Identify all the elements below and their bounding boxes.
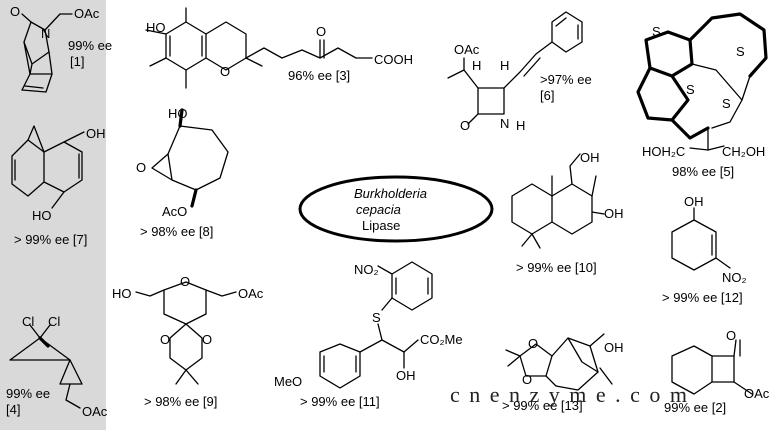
m3-ring-o-label: O	[220, 64, 230, 79]
m11-no2-label: NO₂	[354, 262, 379, 277]
m13-o2-label: O	[522, 372, 532, 387]
m8-epoxide-o-label: O	[136, 160, 146, 175]
m9-ee-label: > 98% ee [9]	[144, 394, 217, 409]
enzyme-genus-label: Burkholderia	[354, 186, 427, 201]
m7-oh-top-label: OH	[86, 126, 106, 141]
m6-ee-label: >97% ee	[540, 72, 592, 87]
m11-ee-label: > 99% ee [11]	[300, 394, 380, 409]
m9-ho-label: HO	[112, 286, 132, 301]
m3-ho-label: HO	[146, 20, 166, 35]
m10-oh-side-label: OH	[604, 206, 624, 221]
m6-o-label: O	[460, 118, 470, 133]
m3-cooh-label: COOH	[374, 52, 413, 67]
m13-o1-label: O	[528, 336, 538, 351]
m11-oh-label: OH	[396, 368, 416, 383]
m10-oh-top-label: OH	[580, 150, 600, 165]
m2-o-label: O	[726, 328, 736, 343]
molecule-7: OH HO > 99% ee [7]	[11, 125, 106, 247]
m5-left-oh-label: HOH₂C	[642, 144, 685, 159]
m13-oh-label: OH	[604, 340, 624, 355]
molecule-4: Cl Cl OAc 99% ee [4]	[6, 314, 108, 419]
m11-co2me-label: CO₂Me	[420, 332, 463, 347]
m12-ee-label: > 99% ee [12]	[662, 290, 743, 305]
molecule-5: S S S S HOH₂C CH₂OH 98% ee [5]	[636, 12, 768, 179]
m1-n-label: N	[41, 26, 50, 41]
m7-ho-bottom-label: HO	[32, 208, 52, 223]
watermark-text: c n e n z y m e . c o m	[450, 382, 689, 407]
m4-ee-label: 99% ee	[6, 386, 50, 401]
m4-cl2-label: Cl	[48, 314, 60, 329]
molecule-2: O OAc 99% ee [2]	[664, 328, 770, 415]
m1-oac-label: OAc	[74, 6, 100, 21]
m11-meo-label: MeO	[274, 374, 302, 389]
molecule-3: HO O O COOH 96% ee [3]	[145, 7, 413, 89]
m5-s2-label: S	[736, 44, 745, 59]
molecule-8: HO O AcO > 98% ee [8]	[136, 106, 229, 239]
m6-oac-label: OAc	[454, 42, 480, 57]
molecule-1: OAc O N 99% ee [1]	[10, 4, 112, 93]
m12-no2-label: NO₂	[722, 270, 747, 285]
m7-ee-label: > 99% ee [7]	[14, 232, 87, 247]
left-panel-background	[0, 0, 106, 430]
molecule-11: NO₂ S CO₂Me MeO OH > 99% ee [11]	[274, 261, 463, 409]
molecule-10: OH OH > 99% ee [10]	[511, 150, 624, 275]
m9-o2-label: O	[202, 332, 212, 347]
m9-oac-label: OAc	[238, 286, 264, 301]
m5-s3-label: S	[686, 82, 695, 97]
m13-ee-label: > 99% ee [13]	[502, 398, 583, 413]
molecule-12: OH NO₂ > 99% ee [12]	[662, 194, 747, 305]
m4-cl1-label: Cl	[22, 314, 34, 329]
m1-ee-label: 99% ee	[68, 38, 112, 53]
m5-s1-label: S	[652, 24, 661, 39]
m1-ref-label: [1]	[70, 54, 84, 69]
m6-h2-label: H	[500, 58, 509, 73]
m6-n-label: N	[500, 116, 509, 131]
molecule-6: OAc H H O N H >97% ee [6]	[447, 11, 592, 133]
molecule-13: O O OH > 99% ee [13]	[502, 333, 624, 413]
m8-ho-label: HO	[168, 106, 188, 121]
m10-ee-label: > 99% ee [10]	[516, 260, 597, 275]
m4-oac-label: OAc	[82, 404, 108, 419]
m2-ee-label: 99% ee [2]	[664, 400, 726, 415]
m8-ee-label: > 98% ee [8]	[140, 224, 213, 239]
m12-oh-label: OH	[684, 194, 704, 209]
m5-right-oh-label: CH₂OH	[722, 144, 765, 159]
m6-ref-label: [6]	[540, 88, 554, 103]
m9-ring-o-label: O	[180, 274, 190, 289]
m2-oac-label: OAc	[744, 386, 770, 401]
m9-o1-label: O	[160, 332, 170, 347]
m4-ref-label: [4]	[6, 402, 20, 417]
m5-ee-label: 98% ee [5]	[672, 164, 734, 179]
m11-s-label: S	[372, 310, 381, 325]
m6-h3-label: H	[516, 118, 525, 133]
m3-ee-label: 96% ee [3]	[288, 68, 350, 83]
m6-h1-label: H	[472, 58, 481, 73]
enzyme-label: Burkholderia cepacia Lipase	[298, 175, 494, 243]
m5-s4-label: S	[722, 96, 731, 111]
enzyme-species-label: cepacia	[356, 202, 401, 217]
m3-keto-o-label: O	[316, 24, 326, 39]
m8-aco-label: AcO	[162, 204, 187, 219]
enzyme-ellipse	[298, 175, 494, 243]
enzyme-type-label: Lipase	[362, 218, 400, 233]
m1-o-label: O	[10, 4, 20, 19]
molecule-9: HO O OAc O O > 98% ee [9]	[112, 274, 264, 409]
